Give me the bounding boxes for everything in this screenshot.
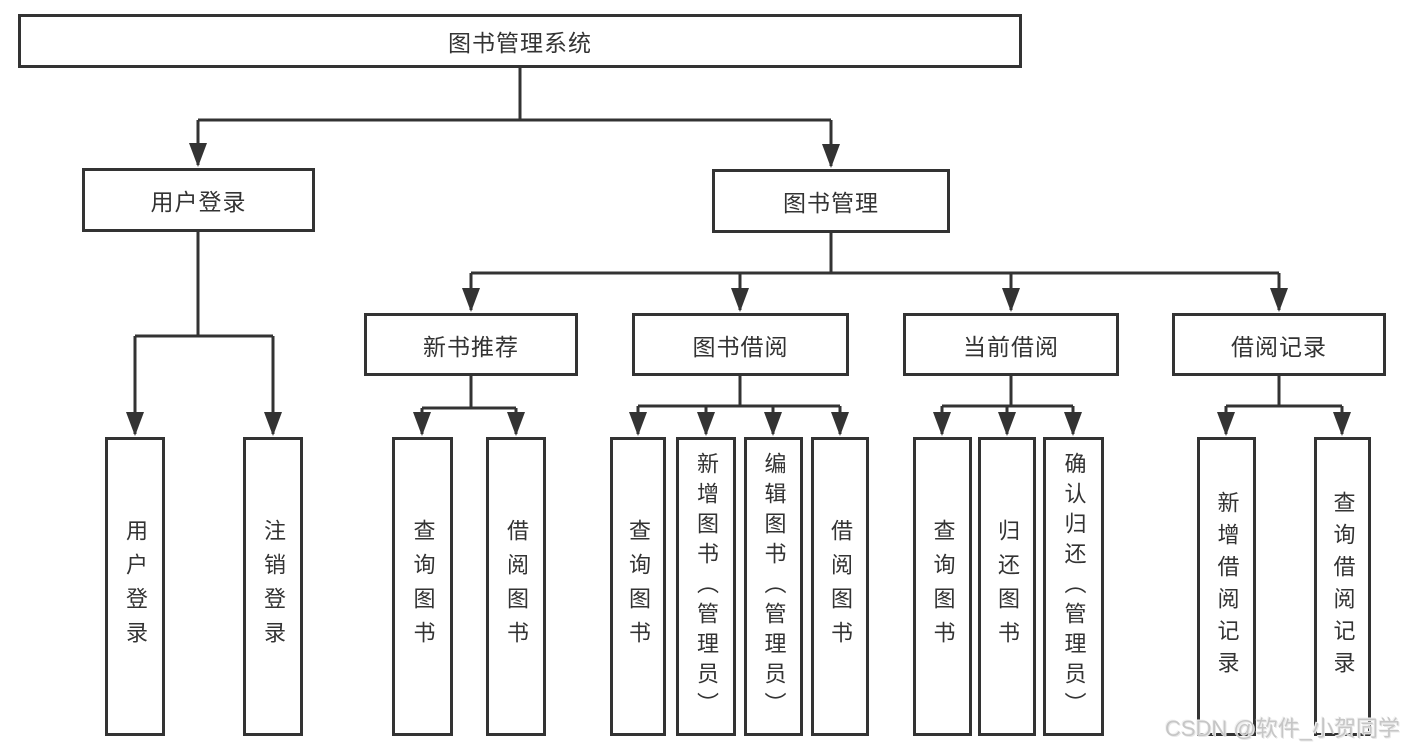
leaf-edit-books-admin: 编辑图书（管理员） xyxy=(744,437,803,736)
node-current-borrow: 当前借阅 xyxy=(903,313,1119,376)
leaf-borrow-query-books: 查询图书 xyxy=(610,437,666,736)
leaf-confirm-return-admin: 确认归还（管理员） xyxy=(1043,437,1104,736)
leaf-recommend-borrow-books: 借阅图书 xyxy=(486,437,546,736)
node-book-mgmt: 图书管理 xyxy=(712,169,950,233)
leaf-confirm-return-admin-label: 确认归还（管理员） xyxy=(1061,451,1087,722)
leaf-current-query-books: 查询图书 xyxy=(913,437,972,736)
node-book-mgmt-label: 图书管理 xyxy=(783,190,879,216)
node-root: 图书管理系统 xyxy=(18,14,1022,68)
leaf-add-books-admin: 新增图书（管理员） xyxy=(676,437,736,736)
leaf-recommend-query-books-label: 查询图书 xyxy=(410,518,436,655)
node-new-book-recommend-label: 新书推荐 xyxy=(423,333,519,360)
leaf-borrow-books-label: 借阅图书 xyxy=(828,518,853,655)
leaf-add-borrow-record-label: 新增借阅记录 xyxy=(1214,490,1240,683)
leaf-logout-label: 注销登录 xyxy=(261,518,286,655)
leaf-query-borrow-record-label: 查询借阅记录 xyxy=(1330,490,1356,683)
leaf-recommend-query-books: 查询图书 xyxy=(392,437,453,736)
leaf-edit-books-admin-label: 编辑图书（管理员） xyxy=(761,451,787,722)
leaf-query-borrow-record: 查询借阅记录 xyxy=(1314,437,1371,736)
node-root-label: 图书管理系统 xyxy=(448,30,592,56)
csdn-watermark: CSDN @软件_小贺同学 xyxy=(1164,716,1400,741)
leaf-add-books-admin-label: 新增图书（管理员） xyxy=(694,451,719,722)
node-borrow-records-label: 借阅记录 xyxy=(1231,333,1327,360)
node-book-borrow: 图书借阅 xyxy=(632,313,849,376)
leaf-return-books-label: 归还图书 xyxy=(995,518,1020,655)
node-book-borrow-label: 图书借阅 xyxy=(692,333,789,360)
leaf-borrow-query-books-label: 查询图书 xyxy=(626,518,651,655)
leaf-return-books: 归还图书 xyxy=(978,437,1036,736)
leaf-user-login-label: 用户登录 xyxy=(123,518,148,655)
leaf-current-query-books-label: 查询图书 xyxy=(930,518,956,655)
node-borrow-records: 借阅记录 xyxy=(1172,313,1386,376)
leaf-user-login: 用户登录 xyxy=(105,437,165,736)
node-current-borrow-label: 当前借阅 xyxy=(963,333,1059,360)
leaf-add-borrow-record: 新增借阅记录 xyxy=(1197,437,1256,736)
leaf-recommend-borrow-books-label: 借阅图书 xyxy=(504,518,529,655)
node-user-login: 用户登录 xyxy=(82,168,315,232)
node-user-login-label: 用户登录 xyxy=(150,189,247,215)
leaf-borrow-books: 借阅图书 xyxy=(811,437,869,736)
node-new-book-recommend: 新书推荐 xyxy=(364,313,578,376)
leaf-logout: 注销登录 xyxy=(243,437,303,736)
